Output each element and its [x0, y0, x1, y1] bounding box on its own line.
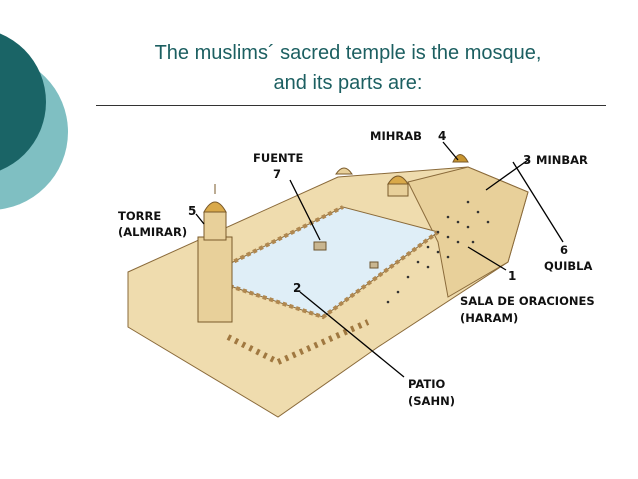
label-minbar: MINBAR	[536, 153, 588, 167]
decorative-circles	[0, 33, 68, 210]
label-almirar: (ALMIRAR)	[118, 225, 187, 239]
label-minbar-number: 3	[523, 153, 531, 167]
label-qibla: QUIBLA	[544, 259, 592, 273]
label-torre: TORRE	[118, 209, 161, 223]
label-mihrab-number: 4	[438, 129, 446, 143]
leader-lines	[195, 141, 564, 378]
prayer-hall-columns	[386, 200, 490, 304]
slide-title: The muslims´ sacred temple is the mosque…	[98, 38, 598, 98]
title-divider	[96, 105, 606, 106]
label-patio-number: 2	[293, 281, 301, 295]
label-sala-number: 1	[508, 269, 516, 283]
arcade-left	[202, 205, 344, 279]
minaret	[197, 184, 233, 323]
label-torre-number: 5	[188, 204, 196, 218]
label-mihrab: MIHRAB	[370, 129, 422, 143]
fountain	[313, 241, 327, 251]
mihrab-niche	[452, 154, 469, 163]
label-qibla-number: 6	[560, 243, 568, 257]
label-haram: (HARAM)	[460, 311, 518, 325]
title-line-2: and its parts are:	[273, 72, 423, 94]
arcade-bottom	[202, 230, 440, 320]
label-sala: SALA DE ORACIONES	[460, 294, 595, 308]
front-arches	[226, 319, 370, 366]
dome	[387, 175, 409, 197]
entrance-dome	[335, 167, 353, 175]
label-fuente-number: 7	[273, 167, 281, 181]
dark-teal-circle	[0, 33, 46, 171]
title-line-1: The muslims´ sacred temple is the mosque…	[154, 42, 542, 64]
label-patio: PATIO	[408, 377, 446, 391]
label-sahn: (SAHN)	[408, 394, 455, 408]
mosque-diagram: MIHRAB 4 FUENTE 7 3 MINBAR TORRE (ALMIRA…	[118, 129, 595, 418]
courtyard-well	[369, 261, 379, 269]
label-fuente: FUENTE	[253, 151, 304, 165]
